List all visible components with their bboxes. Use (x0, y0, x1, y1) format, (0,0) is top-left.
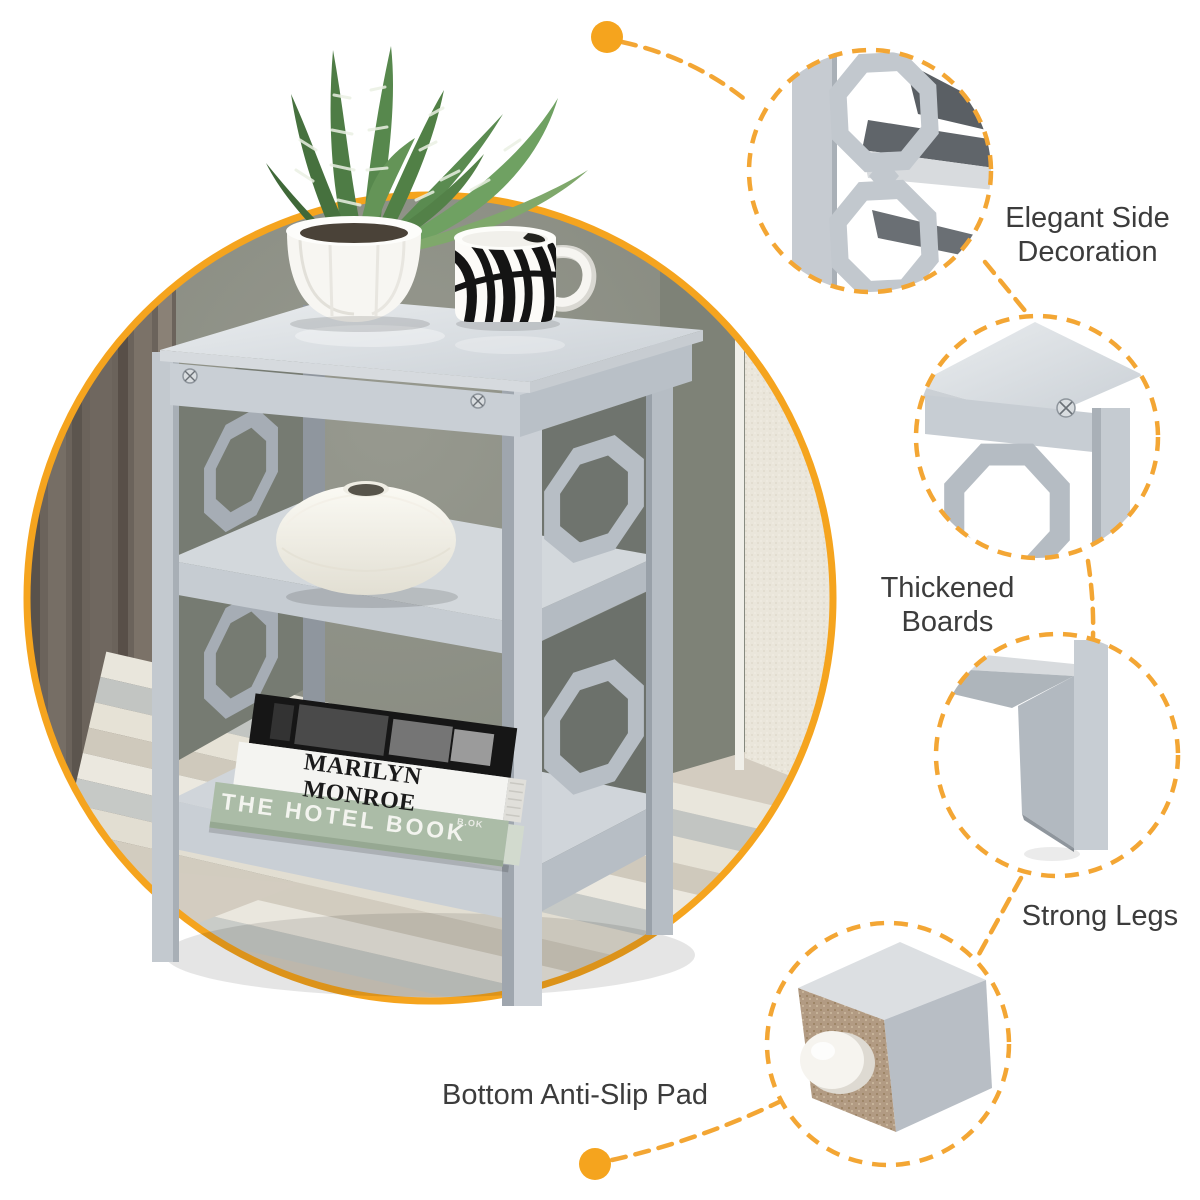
zebra-mug (454, 226, 597, 331)
pot-soil (300, 223, 408, 243)
top-dot-icon (591, 21, 623, 53)
callout-thickened-boards (913, 313, 1161, 561)
callout-circle-2 (913, 313, 1161, 561)
book-white-spine (233, 741, 527, 823)
anti-slip-pad (800, 1031, 875, 1094)
potted-plant (266, 46, 588, 332)
vase-opening (348, 484, 384, 496)
book-sage-spine (209, 781, 525, 867)
feature-label-thickened-boards: Thickened Boards (880, 572, 1015, 638)
round-vase (276, 481, 458, 608)
callout-circle-1 (746, 47, 994, 295)
connector-3-4 (975, 875, 1024, 959)
tabletop (160, 298, 703, 393)
callout-circle-3 (933, 631, 1181, 879)
feature-label-side-decoration: Elegant Side Decoration (1005, 202, 1170, 268)
connector-2-3 (1085, 558, 1096, 640)
wall-trim (735, 280, 744, 770)
plant-leaves (266, 46, 588, 252)
feature-label-strong-legs: Strong Legs (1021, 900, 1179, 932)
table-shadow (165, 913, 695, 997)
feature-label-anti-slip-pad: Bottom Anti-Slip Pad (442, 1079, 708, 1111)
leaf-stripes (294, 85, 522, 207)
book-black (248, 693, 518, 778)
connector-top (619, 39, 751, 105)
callout-side-decoration (746, 47, 994, 295)
connector-1-2 (982, 259, 1029, 315)
callout-connectors (609, 39, 1096, 1163)
book-stack (208, 693, 527, 873)
bottom-dot-icon (579, 1148, 611, 1180)
callout-strong-legs (933, 631, 1181, 879)
screw-icon (470, 393, 486, 409)
table-apron (170, 343, 692, 437)
screw-icon (1056, 398, 1076, 418)
mug-interior (523, 233, 546, 243)
lattice-detail (827, 50, 941, 292)
callout-circle-4 (764, 920, 1012, 1168)
callout-anti-slip-pad (764, 920, 1012, 1168)
plant-pot (286, 216, 422, 322)
screw-icon (182, 368, 198, 384)
connector-bottom (609, 1099, 782, 1163)
